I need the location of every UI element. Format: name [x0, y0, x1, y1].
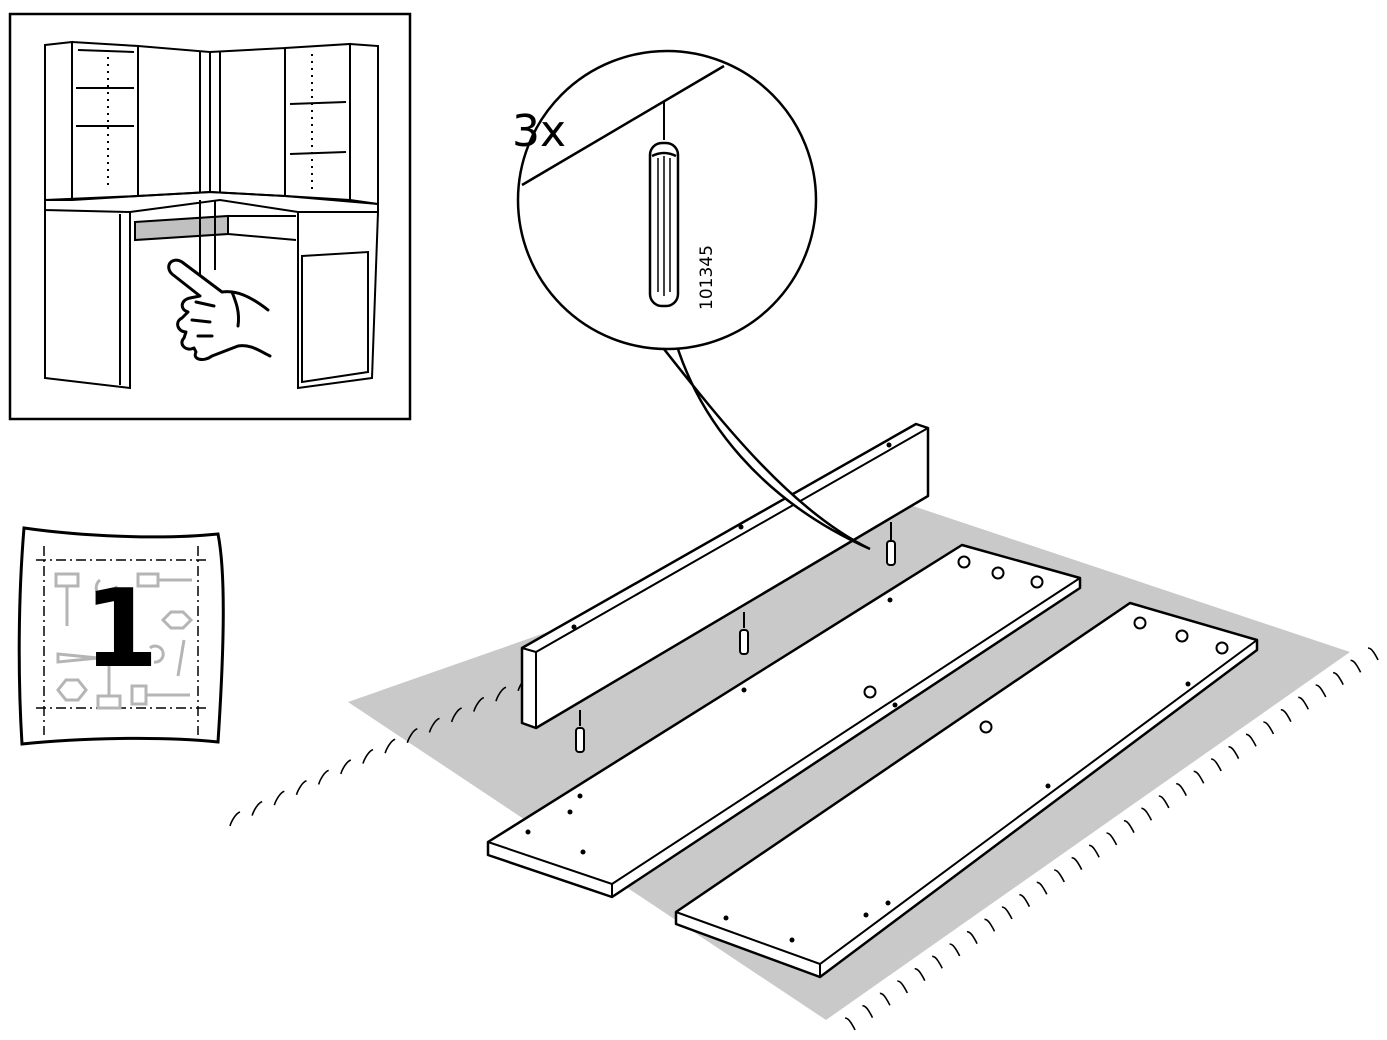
fringe-strand: [1193, 770, 1205, 784]
fringe-strand: [450, 707, 462, 723]
detail-callout: 3x 101345: [512, 49, 871, 551]
bag-number: 1: [83, 567, 158, 692]
fringe-strand: [495, 686, 507, 702]
callout-pointer: [657, 341, 871, 551]
fringe-strand: [317, 769, 329, 785]
fringe-strand: [844, 1017, 856, 1031]
fringe-strand: [1367, 647, 1379, 661]
fringe-strand: [1263, 721, 1275, 735]
fringe-strand: [1071, 856, 1083, 870]
fringe-strand: [914, 967, 926, 981]
fringe-strand: [879, 992, 891, 1006]
fringe-strand: [473, 696, 485, 712]
fringe-strand: [897, 980, 909, 994]
fringe-strand: [251, 800, 263, 816]
fringe-strand: [362, 748, 374, 764]
fringe-strand: [1123, 819, 1135, 833]
fringe-strand: [1176, 782, 1187, 796]
fringe-strand: [1054, 869, 1065, 883]
dowel-pin: [739, 612, 749, 655]
bag-hardware-pictograms: [54, 572, 194, 710]
fringe-strand: [1211, 758, 1222, 772]
fringe-strand: [949, 943, 961, 957]
dowel-pin: [886, 522, 896, 566]
fringe-strand: [1001, 906, 1013, 920]
flat-board-right: [674, 601, 1259, 979]
wooden-dowel-icon: [648, 141, 680, 308]
fringe-strand: [1280, 708, 1292, 722]
bag-seal-lines: [36, 546, 208, 735]
fringe-strand: [1141, 807, 1153, 821]
fringe-strand: [932, 955, 943, 969]
flat-board-left: [486, 543, 1082, 899]
fringe-strand: [1298, 696, 1310, 710]
fringe-strand: [1350, 659, 1362, 673]
fringe-strand: [1106, 832, 1118, 846]
fringe-strand: [340, 759, 352, 775]
fringe-strand: [406, 728, 418, 744]
fringe-strand: [1036, 881, 1048, 895]
fringe-strand: [1158, 795, 1170, 809]
fringe-strand: [229, 811, 241, 827]
quantity-label: 3x: [512, 106, 566, 157]
dowel-pin: [575, 710, 585, 753]
hand-pointing-icon: [167, 258, 272, 361]
dowel-pins: [575, 522, 896, 753]
callout-surface-line: [521, 64, 725, 187]
fringe-strand: [862, 1004, 874, 1018]
fringe-strand: [295, 780, 307, 796]
overview-inset: [8, 12, 412, 421]
fringe-strand: [273, 790, 285, 806]
fringe-strand: [1228, 745, 1240, 759]
fringe-strand: [428, 717, 440, 733]
part-number-label: 101345: [697, 245, 717, 310]
bag-outline: [17, 526, 225, 746]
fringe-strand: [1245, 733, 1257, 747]
fringe-strand: [966, 930, 978, 944]
fringe-strand: [1019, 893, 1031, 907]
fringe-strand: [1088, 844, 1100, 858]
fringe-strand: [1315, 684, 1327, 698]
fringe-strand: [384, 738, 396, 754]
rug-fringe-right: [844, 647, 1379, 1031]
corner-desk-drawing: [44, 40, 379, 390]
fringe-strand: [1333, 671, 1344, 685]
fringe-strand: [984, 918, 996, 932]
hardware-bag-icon: 1: [17, 526, 225, 746]
